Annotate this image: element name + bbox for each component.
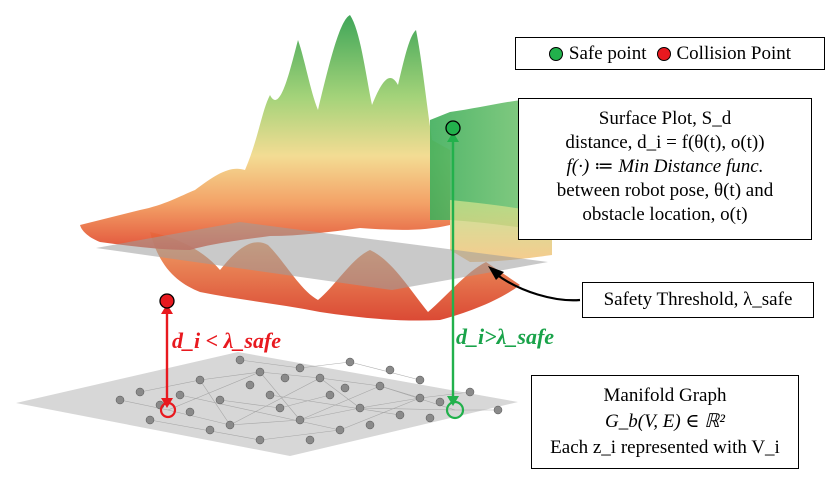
manifold-line-2: G_b(V, E) ∈ ℝ² [605,411,725,432]
threshold-pointer-head [488,266,504,280]
safety-threshold-plane [96,222,548,290]
collision-point-legend-icon [656,46,671,61]
safe-point-legend-icon [548,46,563,61]
safe-point-marker [445,120,461,136]
threshold-pointer-arrow [495,273,581,302]
surface-plot-line-4: between robot pose, θ(t) and [556,180,774,201]
surface-main [80,15,450,250]
surface-plot-line-2: distance, d_i = f(θ(t), o(t)) [565,132,765,153]
safety-threshold-box: Safety Threshold, λ_safe [582,282,814,318]
safe-distance-arrow [447,132,459,406]
graph-edges [119,359,498,441]
safe-point-legend-label: Safe point [568,43,647,64]
surface-plot-box: Surface Plot, S_d distance, d_i = f(θ(t)… [518,98,812,240]
manifold-line-3: Each z_i represented with V_i [550,437,780,458]
graph-nodes [115,355,503,445]
manifold-line-1: Manifold Graph [603,385,727,406]
collision-point-legend-label: Collision Point [676,43,792,64]
manifold-graph-box: Manifold Graph G_b(V, E) ∈ ℝ² Each z_i r… [531,375,799,469]
collision-distance-arrow [161,304,173,408]
safe-condition-label: d_i>λ_safe [456,324,555,349]
legend-box: Safe point Collision Point [515,37,825,70]
manifold-plane [16,352,518,456]
surface-plot-line-3: f(·) ≔ Min Distance func. [566,156,764,177]
collision-point-marker [159,293,175,309]
surface-plot-line-1: Surface Plot, S_d [598,108,732,129]
safety-threshold-label: Safety Threshold, λ_safe [603,289,793,310]
collision-condition-label: d_i < λ_safe [172,328,282,353]
surface-plot-line-5: obstacle location, o(t) [582,204,748,225]
